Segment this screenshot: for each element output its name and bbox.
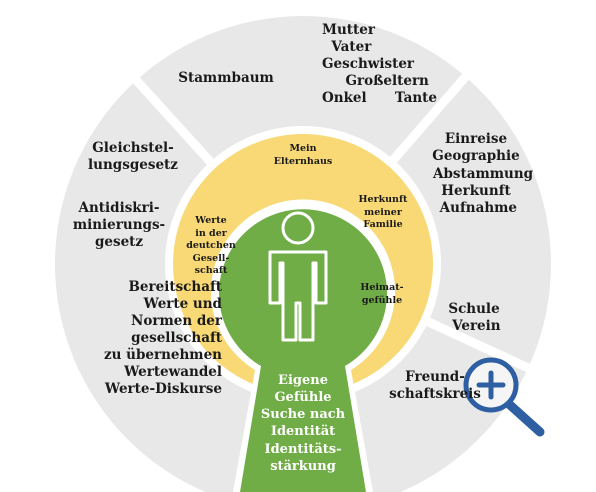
label-german-values: Werte in der deutchen Gesell- schaft (186, 215, 236, 277)
label-identity: Eigene Gefühle Suche nach Identität Iden… (260, 373, 346, 474)
label-antidiscrimination-law: Antidiskri- minierungs- gesetz (72, 200, 166, 250)
label-stammbaum: Stammbaum (178, 70, 274, 86)
person-icon (268, 211, 328, 342)
label-parents-home: Mein Elternhaus (273, 143, 333, 167)
label-friends: Freund- schaftskreis (389, 369, 481, 402)
label-family-members: Mutter Vater Geschwister Großeltern Onke… (322, 22, 437, 106)
label-origin: Einreise Geographie Abstammung Herkunft … (432, 131, 534, 217)
label-values-norms: Bereitschaft Werte und Normen der gesell… (103, 279, 222, 397)
label-equality-law: Gleichstel- lungsgesetz (88, 140, 178, 173)
zoom-in-icon[interactable] (463, 357, 545, 437)
label-school-club: Schule Verein (448, 301, 501, 334)
keyhole-core (219, 209, 387, 492)
label-family-origin: Herkunft meiner Familie (358, 194, 408, 231)
label-home-feelings: Heimat- gefühle (360, 282, 404, 306)
